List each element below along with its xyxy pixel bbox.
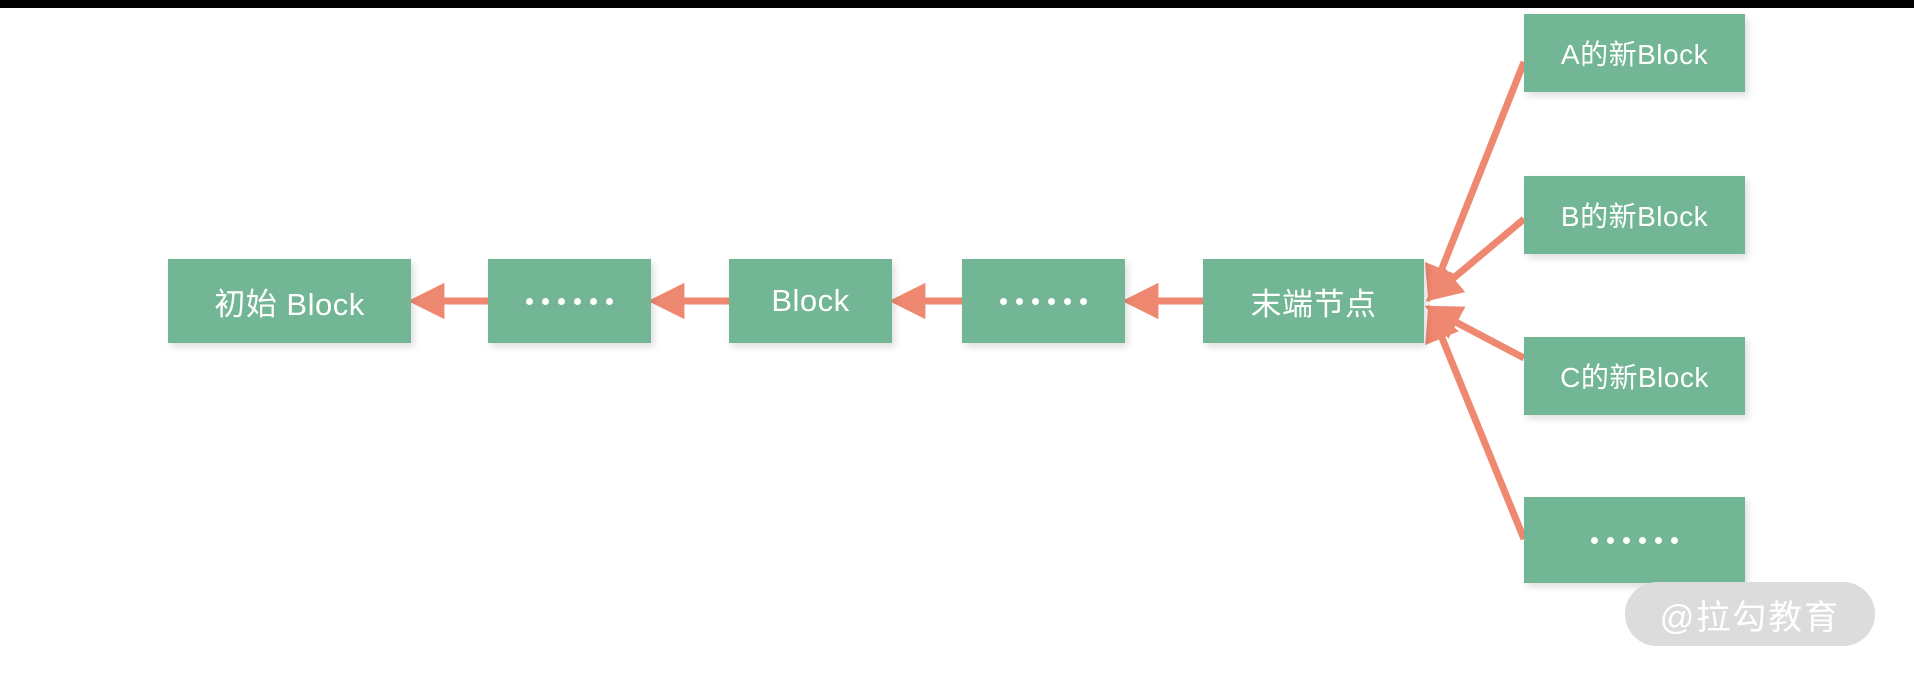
branch-node-branch-more[interactable] — [1524, 497, 1745, 583]
watermark-text: @拉勾教育 — [1659, 598, 1841, 637]
ellipsis-dot — [1671, 536, 1678, 544]
ellipsis-dot — [1000, 297, 1007, 305]
node-label: Block — [771, 283, 850, 318]
chain-node-tail[interactable]: 末端节点 — [1203, 259, 1424, 343]
node-label: B的新Block — [1560, 201, 1709, 232]
ellipsis-dot — [590, 297, 597, 305]
ellipsis-dot — [1607, 536, 1614, 544]
ellipsis-dots — [526, 297, 613, 305]
ellipsis-dot — [1639, 536, 1646, 544]
branch-arrow-group — [1424, 60, 1528, 541]
ellipsis-dot — [1064, 297, 1071, 305]
node-label: 末端节点 — [1250, 286, 1377, 322]
ellipsis-dot — [558, 297, 565, 305]
node-label: C的新Block — [1560, 362, 1709, 393]
branch-node-branch-c[interactable]: C的新Block — [1524, 337, 1745, 415]
chain-node-ellipsis1[interactable] — [488, 259, 651, 343]
branch-node-branch-b[interactable]: B的新Block — [1524, 176, 1745, 254]
ellipsis-dots — [1000, 297, 1087, 305]
chain-node-block[interactable]: Block — [729, 259, 892, 343]
ellipsis-dot — [1080, 297, 1087, 305]
arrow-branch-a-to-tail — [1424, 60, 1528, 303]
arrow-branch-more-to-tail — [1425, 304, 1528, 541]
ellipsis-dot — [526, 297, 533, 305]
arrow-branch-b-to-tail — [1425, 216, 1527, 302]
ellipsis-dot — [1623, 536, 1630, 544]
ellipsis-dot — [606, 297, 613, 305]
branch-node-branch-a[interactable]: A的新Block — [1524, 14, 1745, 92]
chain-node-ellipsis2[interactable] — [962, 259, 1125, 343]
ellipsis-dot — [574, 297, 581, 305]
ellipsis-dot — [1591, 536, 1598, 544]
arrow-branch-c-to-tail — [1424, 305, 1526, 362]
node-label: 初始 Block — [214, 286, 365, 322]
chain-node-genesis[interactable]: 初始 Block — [168, 259, 411, 343]
ellipsis-dot — [1655, 536, 1662, 544]
ellipsis-dot — [542, 297, 549, 305]
ellipsis-dot — [1016, 297, 1023, 305]
ellipsis-dots — [1591, 536, 1678, 544]
ellipsis-dot — [1032, 297, 1039, 305]
top-black-bar — [0, 0, 1914, 8]
ellipsis-dot — [1048, 297, 1055, 305]
node-label: A的新Block — [1560, 39, 1709, 70]
watermark-badge: @拉勾教育 — [1625, 582, 1875, 646]
